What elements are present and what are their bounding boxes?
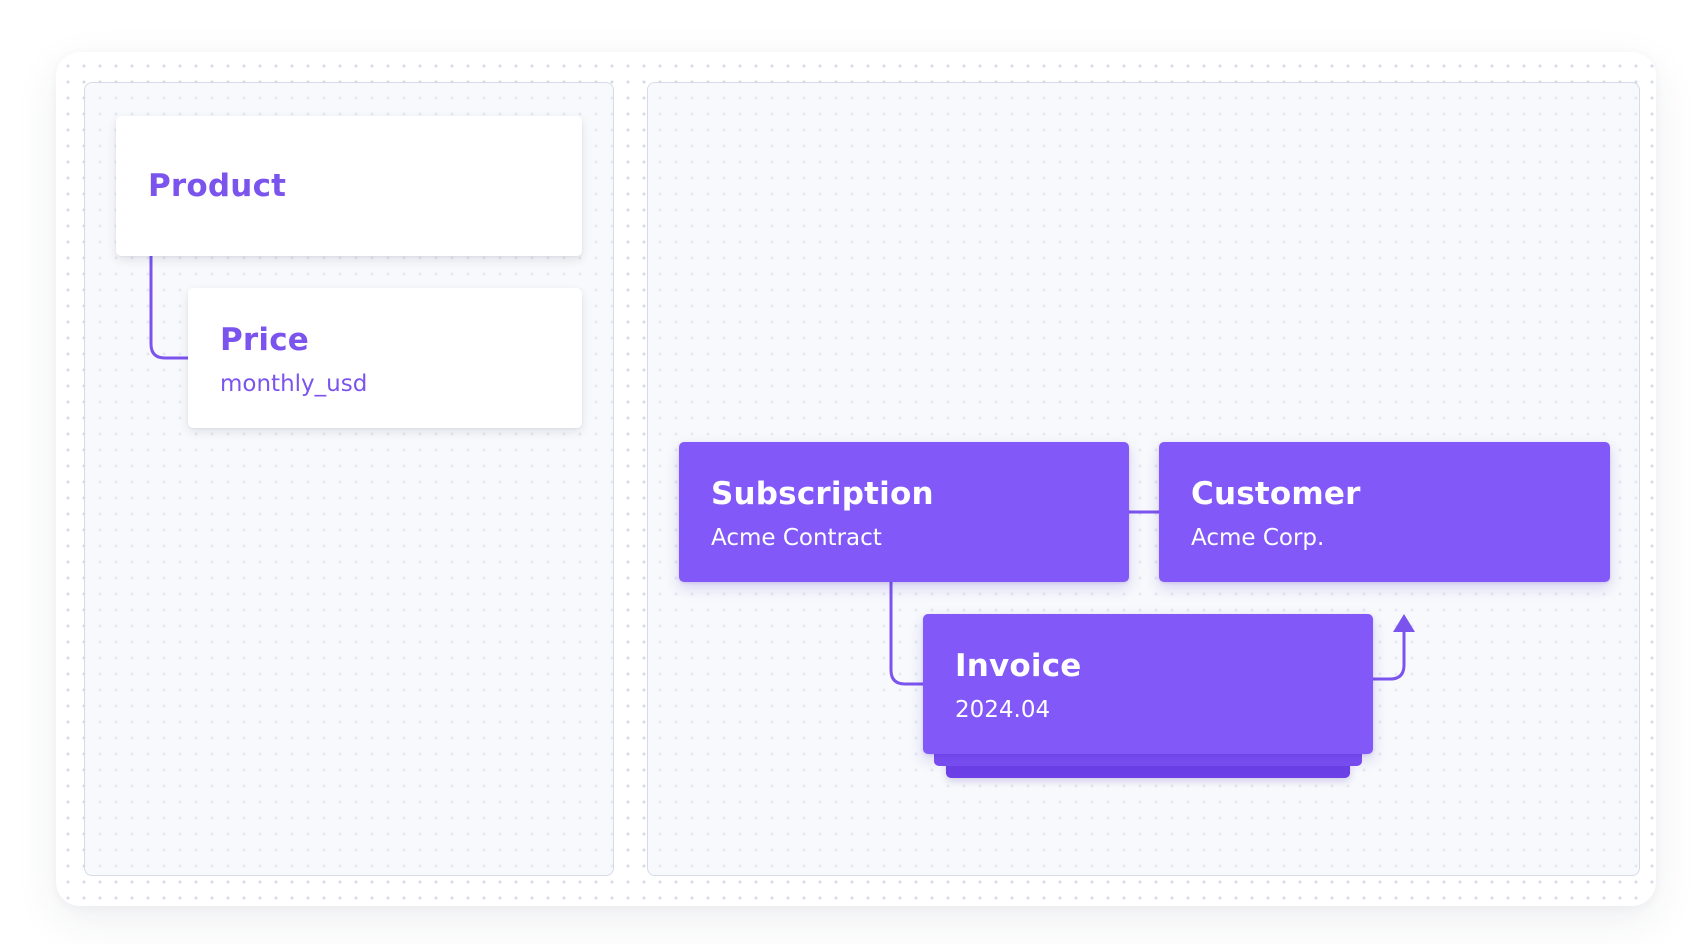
node-customer-title: Customer bbox=[1191, 476, 1361, 512]
node-price-title: Price bbox=[220, 322, 310, 358]
node-price-subtitle: monthly_usd bbox=[220, 371, 368, 397]
node-price[interactable]: Price monthly_usd bbox=[188, 288, 582, 428]
node-invoice-title: Invoice bbox=[955, 648, 1082, 684]
node-product-title: Product bbox=[148, 168, 287, 204]
node-customer-subtitle: Acme Corp. bbox=[1191, 525, 1325, 551]
node-subscription[interactable]: Subscription Acme Contract bbox=[679, 442, 1129, 582]
node-subscription-subtitle: Acme Contract bbox=[711, 525, 882, 551]
node-subscription-title: Subscription bbox=[711, 476, 934, 512]
node-invoice-subtitle: 2024.04 bbox=[955, 697, 1051, 723]
node-invoice[interactable]: Invoice 2024.04 bbox=[923, 614, 1373, 754]
node-customer[interactable]: Customer Acme Corp. bbox=[1159, 442, 1610, 582]
node-product[interactable]: Product bbox=[116, 116, 582, 256]
